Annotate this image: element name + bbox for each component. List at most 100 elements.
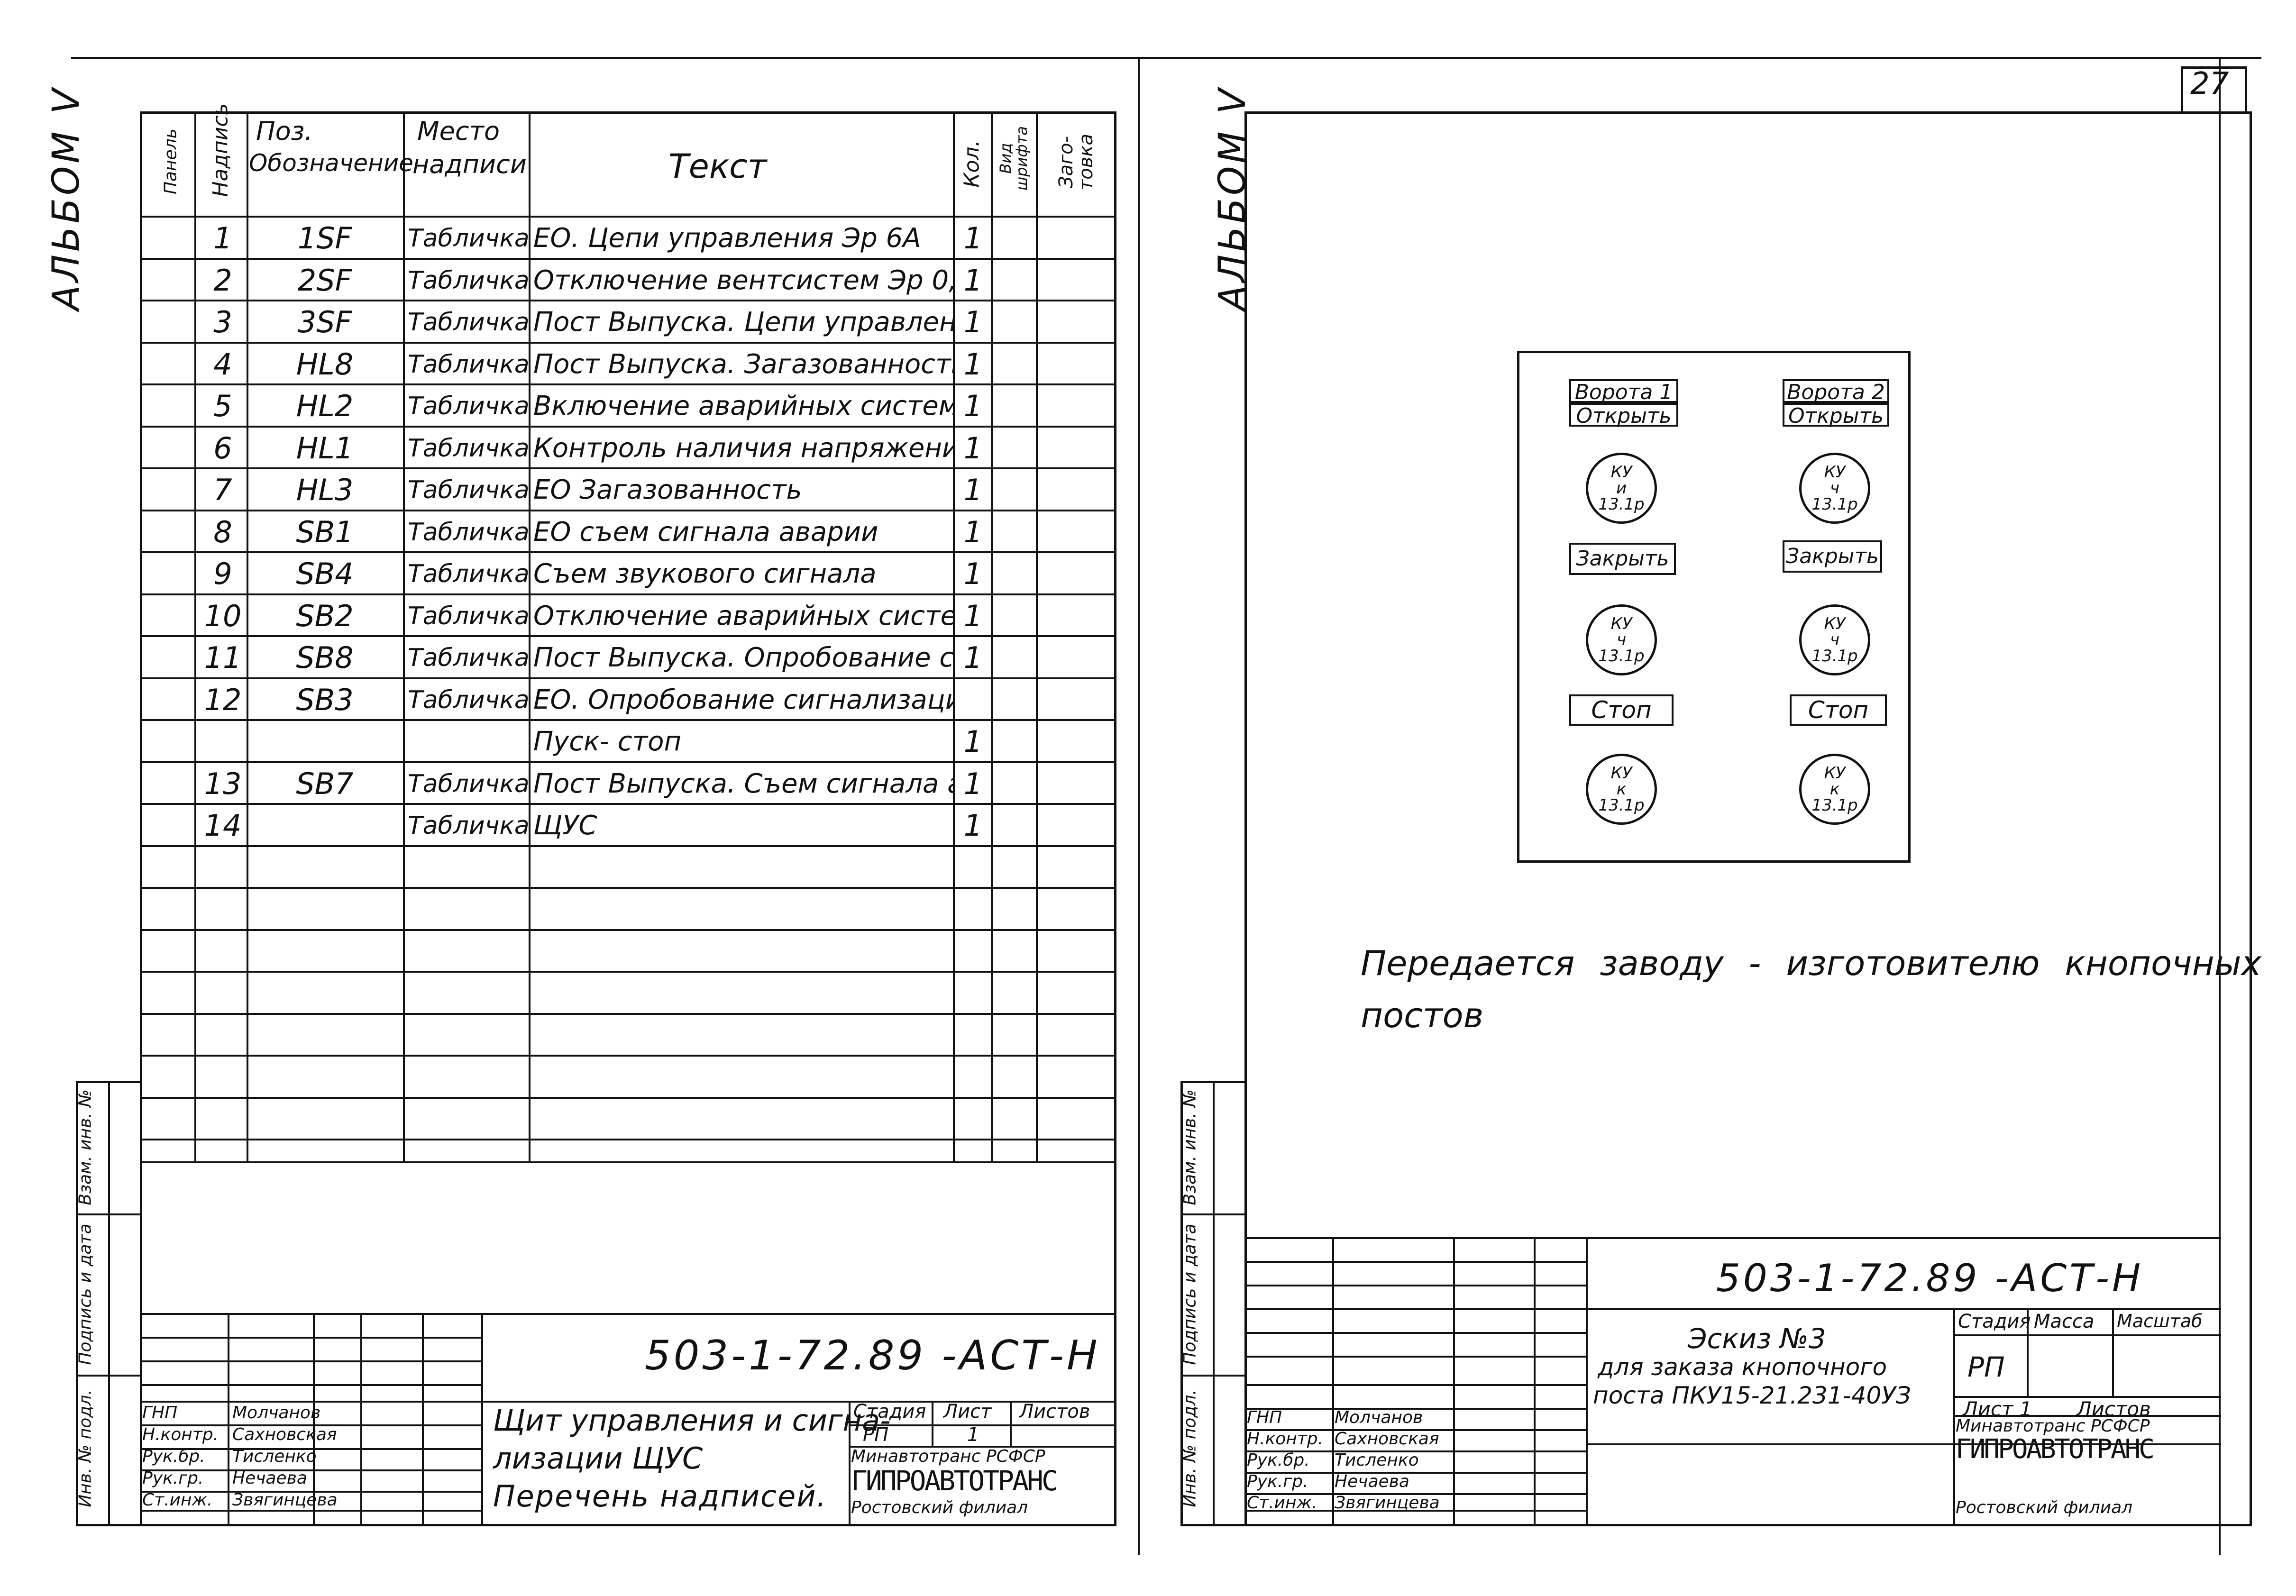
pushbutton-label: КУ bbox=[1610, 614, 1632, 633]
table-cell-place: Табличка bbox=[408, 434, 529, 463]
pushbutton-label: к bbox=[1616, 780, 1627, 799]
table-cell-place: Табличка bbox=[408, 308, 529, 337]
table-cell-qty: 1 bbox=[963, 473, 983, 507]
signer-name: Молчанов bbox=[232, 1403, 321, 1423]
table-cell-text: Отключение аварийных систем bbox=[533, 600, 953, 631]
right-org2: ГИПРОАВТОТРАНС bbox=[1956, 1434, 2155, 1465]
table-cell-pos: SB1 bbox=[296, 514, 354, 549]
table-cell-text: Контроль наличия напряжения bbox=[533, 432, 953, 464]
hdr-location2: надписи bbox=[412, 149, 527, 179]
rt-tb-v2 bbox=[1453, 1237, 1455, 1526]
table-row-line bbox=[140, 383, 1116, 385]
hdr-designation: Обозначение bbox=[249, 149, 413, 177]
table-cell-qty: 1 bbox=[963, 347, 983, 382]
lt-tb-h4 bbox=[140, 1401, 1116, 1403]
lt-tb-h11 bbox=[849, 1446, 1116, 1448]
album-label-left: АЛЬБОМ V bbox=[45, 86, 88, 310]
left-side-stamp-row bbox=[76, 1213, 142, 1215]
rt-tb-h10 bbox=[1244, 1472, 1586, 1474]
table-row-line bbox=[140, 929, 1116, 931]
rt-tb-h15 bbox=[1953, 1396, 2221, 1398]
left-sheets-label: Листов bbox=[1019, 1401, 1090, 1423]
control-panel-sketch bbox=[1517, 351, 1911, 863]
gate1-stop-label: Стоп bbox=[1569, 694, 1674, 726]
table-cell-text: Пост Выпуска. Съем сигнала аварии bbox=[533, 768, 953, 799]
right-main-frame bbox=[1244, 111, 2252, 1526]
table-row-line bbox=[140, 677, 1116, 679]
right-side-stamp-row2 bbox=[1180, 1375, 1247, 1377]
hdr-blank: Заго-товка bbox=[1055, 133, 1097, 191]
signer-role: Н.контр. bbox=[142, 1425, 219, 1444]
table-cell-text: Пуск- стоп bbox=[533, 726, 682, 757]
rt-tb-v7 bbox=[2112, 1308, 2114, 1396]
rt-tb-h13 bbox=[1586, 1443, 2221, 1445]
table-cell-n: 6 bbox=[213, 430, 232, 465]
signer-name: Сахновская bbox=[1335, 1429, 1439, 1449]
rt-tb-h7 bbox=[1244, 1408, 1586, 1410]
lt-tb-h5 bbox=[140, 1424, 481, 1426]
table-cell-n: 13 bbox=[204, 766, 242, 801]
table-cell-pos: 3SF bbox=[297, 305, 352, 339]
table-cell-text: Пост Выпуска. Загазованность bbox=[533, 348, 953, 380]
left-stamp-inv: Инв. № подл. bbox=[75, 1389, 95, 1507]
table-cell-n: 11 bbox=[204, 640, 242, 675]
rt-tb-h6 bbox=[1244, 1384, 1586, 1386]
table-row-line bbox=[140, 593, 1116, 595]
left-org3: Ростовский филиал bbox=[851, 1498, 1028, 1517]
table-cell-n: 3 bbox=[213, 305, 232, 339]
table-cell-n: 2 bbox=[213, 263, 232, 298]
table-row-line bbox=[140, 1096, 1116, 1099]
hdr-pos: Поз. bbox=[256, 116, 313, 146]
rt-tb-v1 bbox=[1332, 1237, 1334, 1526]
lt-tb-v4 bbox=[422, 1313, 424, 1526]
table-cell-n: 14 bbox=[204, 808, 242, 843]
pushbutton-label: ч bbox=[1829, 479, 1840, 498]
table-cell-pos: HL8 bbox=[296, 347, 354, 382]
signer-role: Рук.бр. bbox=[1247, 1450, 1310, 1470]
top-border-line bbox=[71, 57, 2261, 59]
rt-tb-h14 bbox=[1953, 1334, 2221, 1336]
table-row-line bbox=[140, 719, 1116, 721]
lt-tb-h1 bbox=[140, 1337, 481, 1339]
pushbutton-label: КУ bbox=[1610, 463, 1632, 482]
table-cell-pos: SB8 bbox=[296, 640, 354, 675]
table-cell-pos: 1SF bbox=[297, 221, 352, 255]
table-cell-place: Табличка bbox=[408, 518, 529, 547]
left-stamp-replace: Взам. инв. № bbox=[75, 1089, 95, 1205]
table-row-line bbox=[140, 257, 1116, 260]
table-cell-place: Табличка bbox=[408, 392, 529, 420]
table-cell-text: ЩУС bbox=[533, 810, 597, 841]
table-cell-place: Табличка bbox=[408, 350, 529, 379]
pushbutton-label: ч bbox=[1829, 630, 1840, 649]
signer-role: Ст.инж. bbox=[142, 1490, 213, 1510]
left-side-stamp-row2 bbox=[76, 1375, 142, 1377]
table-cell-text: Съем звукового сигнала bbox=[533, 558, 877, 589]
lt-tb-v5 bbox=[481, 1313, 483, 1526]
pushbutton-label: к bbox=[1829, 780, 1840, 799]
table-row-line bbox=[140, 845, 1116, 847]
table-row-line bbox=[140, 551, 1116, 553]
table-row-line bbox=[140, 803, 1116, 805]
table-row-line bbox=[140, 425, 1116, 428]
pushbutton-label: КУ bbox=[1610, 764, 1632, 783]
table-row-line bbox=[140, 341, 1116, 344]
table-row-line bbox=[140, 971, 1116, 973]
gate1-label: Ворота 1 bbox=[1569, 379, 1678, 404]
table-cell-text: Отключение вентсистем Эр 0,5А bbox=[533, 264, 953, 296]
signer-name: Нечаева bbox=[232, 1468, 307, 1488]
gate2-open-label: Открыть bbox=[1783, 403, 1889, 428]
right-stamp-replace: Взам. инв. № bbox=[1180, 1089, 1200, 1205]
table-cell-pos: HL1 bbox=[296, 430, 354, 465]
left-sheet-no: 1 bbox=[967, 1424, 979, 1446]
table-cell-text: ЕО Загазованность bbox=[533, 474, 802, 505]
pushbutton-label: 13.1р bbox=[1598, 647, 1645, 666]
lt-tb-h9 bbox=[140, 1510, 481, 1512]
lt-tb-h7 bbox=[140, 1469, 481, 1471]
page-number-box bbox=[2181, 66, 2247, 114]
right-inner-line bbox=[2219, 111, 2221, 1526]
table-row-line bbox=[140, 1139, 1116, 1140]
left-doc-code: 503-1-72.89 -АСТ-Н bbox=[645, 1332, 1100, 1379]
lt-tb-v8 bbox=[1010, 1401, 1012, 1446]
